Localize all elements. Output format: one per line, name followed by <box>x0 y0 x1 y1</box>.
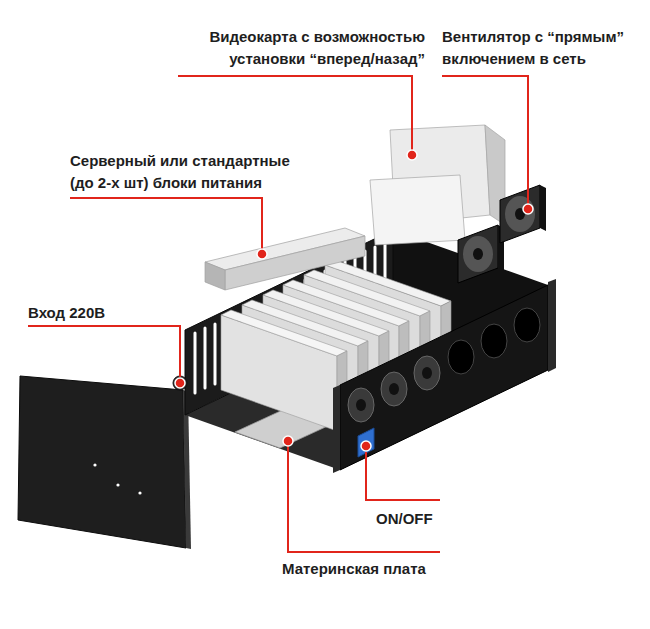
callout-label: Серверный или стандартные (до 2-х шт) бл… <box>70 150 298 194</box>
leader-dot <box>523 204 533 214</box>
gpu-bracket <box>370 175 465 245</box>
fan-hole <box>481 324 507 358</box>
leader-dots <box>175 150 533 451</box>
leader-line <box>178 76 412 150</box>
panel-hole <box>116 483 119 486</box>
callout-label: Материнская плата <box>282 558 426 580</box>
gpu-top <box>221 310 347 356</box>
fan-hub <box>473 248 483 260</box>
psu-end <box>205 262 225 290</box>
panel-hole <box>93 463 96 466</box>
fan-housing <box>458 225 498 283</box>
callout-label: Видеокарта с возможностью установки “впе… <box>180 26 425 70</box>
leader-dot <box>257 249 267 259</box>
fan-hub <box>422 367 432 379</box>
callout-label: Вход 220В <box>28 302 105 324</box>
fan-housing <box>500 185 540 243</box>
fan-hub <box>389 383 399 395</box>
leader-line <box>288 446 440 552</box>
power-inlet <box>173 376 187 390</box>
fan-housing-side <box>540 185 546 231</box>
leader-line <box>366 452 440 500</box>
fan-hub <box>356 399 366 411</box>
leader-dot <box>361 441 371 451</box>
leader-line <box>28 326 180 377</box>
fan-hole <box>514 308 540 342</box>
front-fan <box>348 388 374 422</box>
callout-label: Вентилятор с “прямым” включением в сеть <box>442 26 642 70</box>
fan-rotor <box>463 236 493 272</box>
leader-line <box>70 198 262 249</box>
leader-line <box>442 76 528 204</box>
front-panel <box>340 285 548 470</box>
fan-rotor <box>505 196 535 232</box>
leader-dot <box>407 150 417 160</box>
leader-dot <box>175 378 185 388</box>
fan-hole <box>448 340 474 374</box>
psu-side <box>225 236 365 290</box>
side-panel <box>18 376 186 548</box>
rack-ear <box>548 279 556 372</box>
leader-dot <box>283 436 293 446</box>
rack-ear <box>333 385 340 473</box>
leader-lines <box>28 76 528 552</box>
callout-label: ON/OFF <box>376 508 433 530</box>
panel-hole <box>138 491 141 494</box>
front-fan <box>381 372 407 406</box>
front-fan <box>414 356 440 390</box>
